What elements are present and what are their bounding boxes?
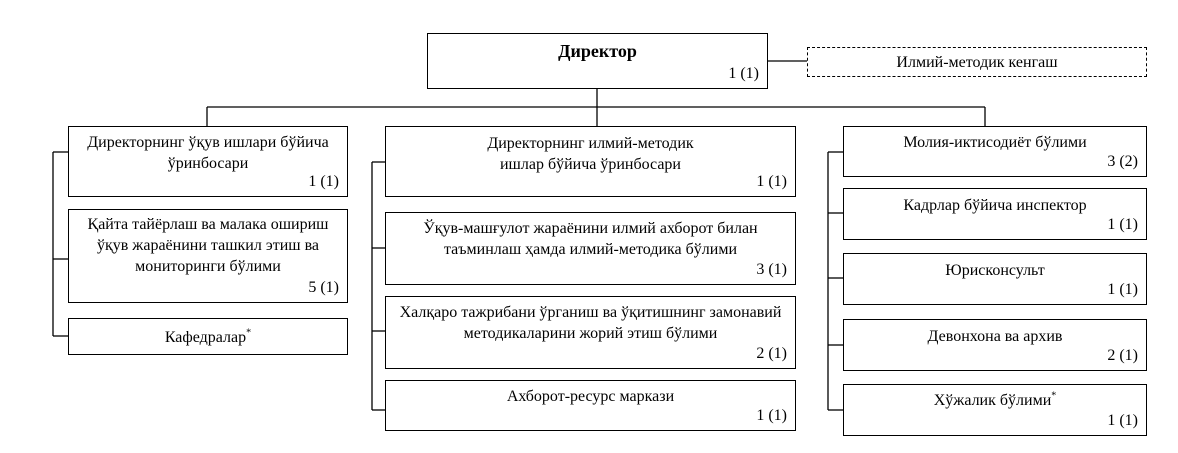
hr-inspector-title: Кадрлар бўйича инспектор [903, 197, 1087, 214]
council-title: Илмий-методик кенгаш [896, 54, 1058, 71]
resource-center-title: Ахборот-ресурс маркази [506, 388, 675, 405]
intl-experience-dept-box: Халқаро тажрибани ўрганиш ва ўқитишнинг … [385, 296, 796, 369]
retraining-dept-box: Қайта тайёрлаш ва малака ошириш ўқув жар… [68, 209, 348, 303]
director-box: Директор 1 (1) [427, 33, 768, 89]
director-title: Директор [558, 41, 637, 61]
resource-center-count: 1 (1) [756, 407, 787, 424]
maintenance-dept-box: Хўжалик бўлими* 1 (1) [843, 384, 1147, 436]
intl-experience-dept-title: Халқаро тажрибани ўрганиш ва ўқитишнинг … [399, 304, 782, 342]
deputy-academic-count: 1 (1) [308, 173, 339, 190]
hr-inspector-box: Кадрлар бўйича инспектор 1 (1) [843, 188, 1147, 240]
finance-dept-box: Молия-иктисодиёт бўлими 3 (2) [843, 126, 1147, 177]
legal-advisor-count: 1 (1) [1107, 281, 1138, 298]
finance-dept-count: 3 (2) [1107, 153, 1138, 170]
departments-label: Кафедралар [164, 329, 247, 346]
archive-box: Девонхона ва архив 2 (1) [843, 319, 1147, 371]
maintenance-dept-title: Хўжалик бўлими* [844, 390, 1146, 411]
deputy-academic-box: Директорнинг ўқув ишлари бўйича ўринбоса… [68, 126, 348, 197]
departments-box: Кафедралар* [68, 318, 348, 355]
archive-title: Девонхона ва архив [927, 328, 1063, 345]
departments-star: * [246, 327, 252, 339]
maintenance-dept-count: 1 (1) [1107, 412, 1138, 429]
maintenance-dept-star: * [1051, 390, 1057, 402]
deputy-methodical-title: Директорнинг илмий-методик ишлар бўйича … [487, 135, 694, 173]
departments-title: Кафедралар* [69, 327, 347, 348]
scientific-info-dept-count: 3 (1) [756, 261, 787, 278]
retraining-dept-title: Қайта тайёрлаш ва малака ошириш ўқув жар… [87, 216, 329, 275]
resource-center-box: Ахборот-ресурс маркази 1 (1) [385, 380, 796, 431]
maintenance-dept-label: Хўжалик бўлими [933, 392, 1052, 409]
director-count: 1 (1) [728, 65, 759, 82]
finance-dept-title: Молия-иктисодиёт бўлими [903, 134, 1087, 151]
deputy-academic-title: Директорнинг ўқув ишлари бўйича ўринбоса… [87, 134, 329, 172]
retraining-dept-count: 5 (1) [308, 279, 339, 296]
council-box: Илмий-методик кенгаш [807, 47, 1147, 77]
legal-advisor-title: Юрисконсульт [945, 262, 1045, 279]
deputy-methodical-box: Директорнинг илмий-методик ишлар бўйича … [385, 126, 796, 197]
archive-count: 2 (1) [1107, 347, 1138, 364]
intl-experience-dept-count: 2 (1) [756, 345, 787, 362]
hr-inspector-count: 1 (1) [1107, 216, 1138, 233]
scientific-info-dept-box: Ўқув-машғулот жараёнини илмий ахборот би… [385, 212, 796, 285]
deputy-methodical-count: 1 (1) [756, 173, 787, 190]
legal-advisor-box: Юрисконсульт 1 (1) [843, 253, 1147, 305]
scientific-info-dept-title: Ўқув-машғулот жараёнини илмий ахборот би… [423, 220, 758, 258]
